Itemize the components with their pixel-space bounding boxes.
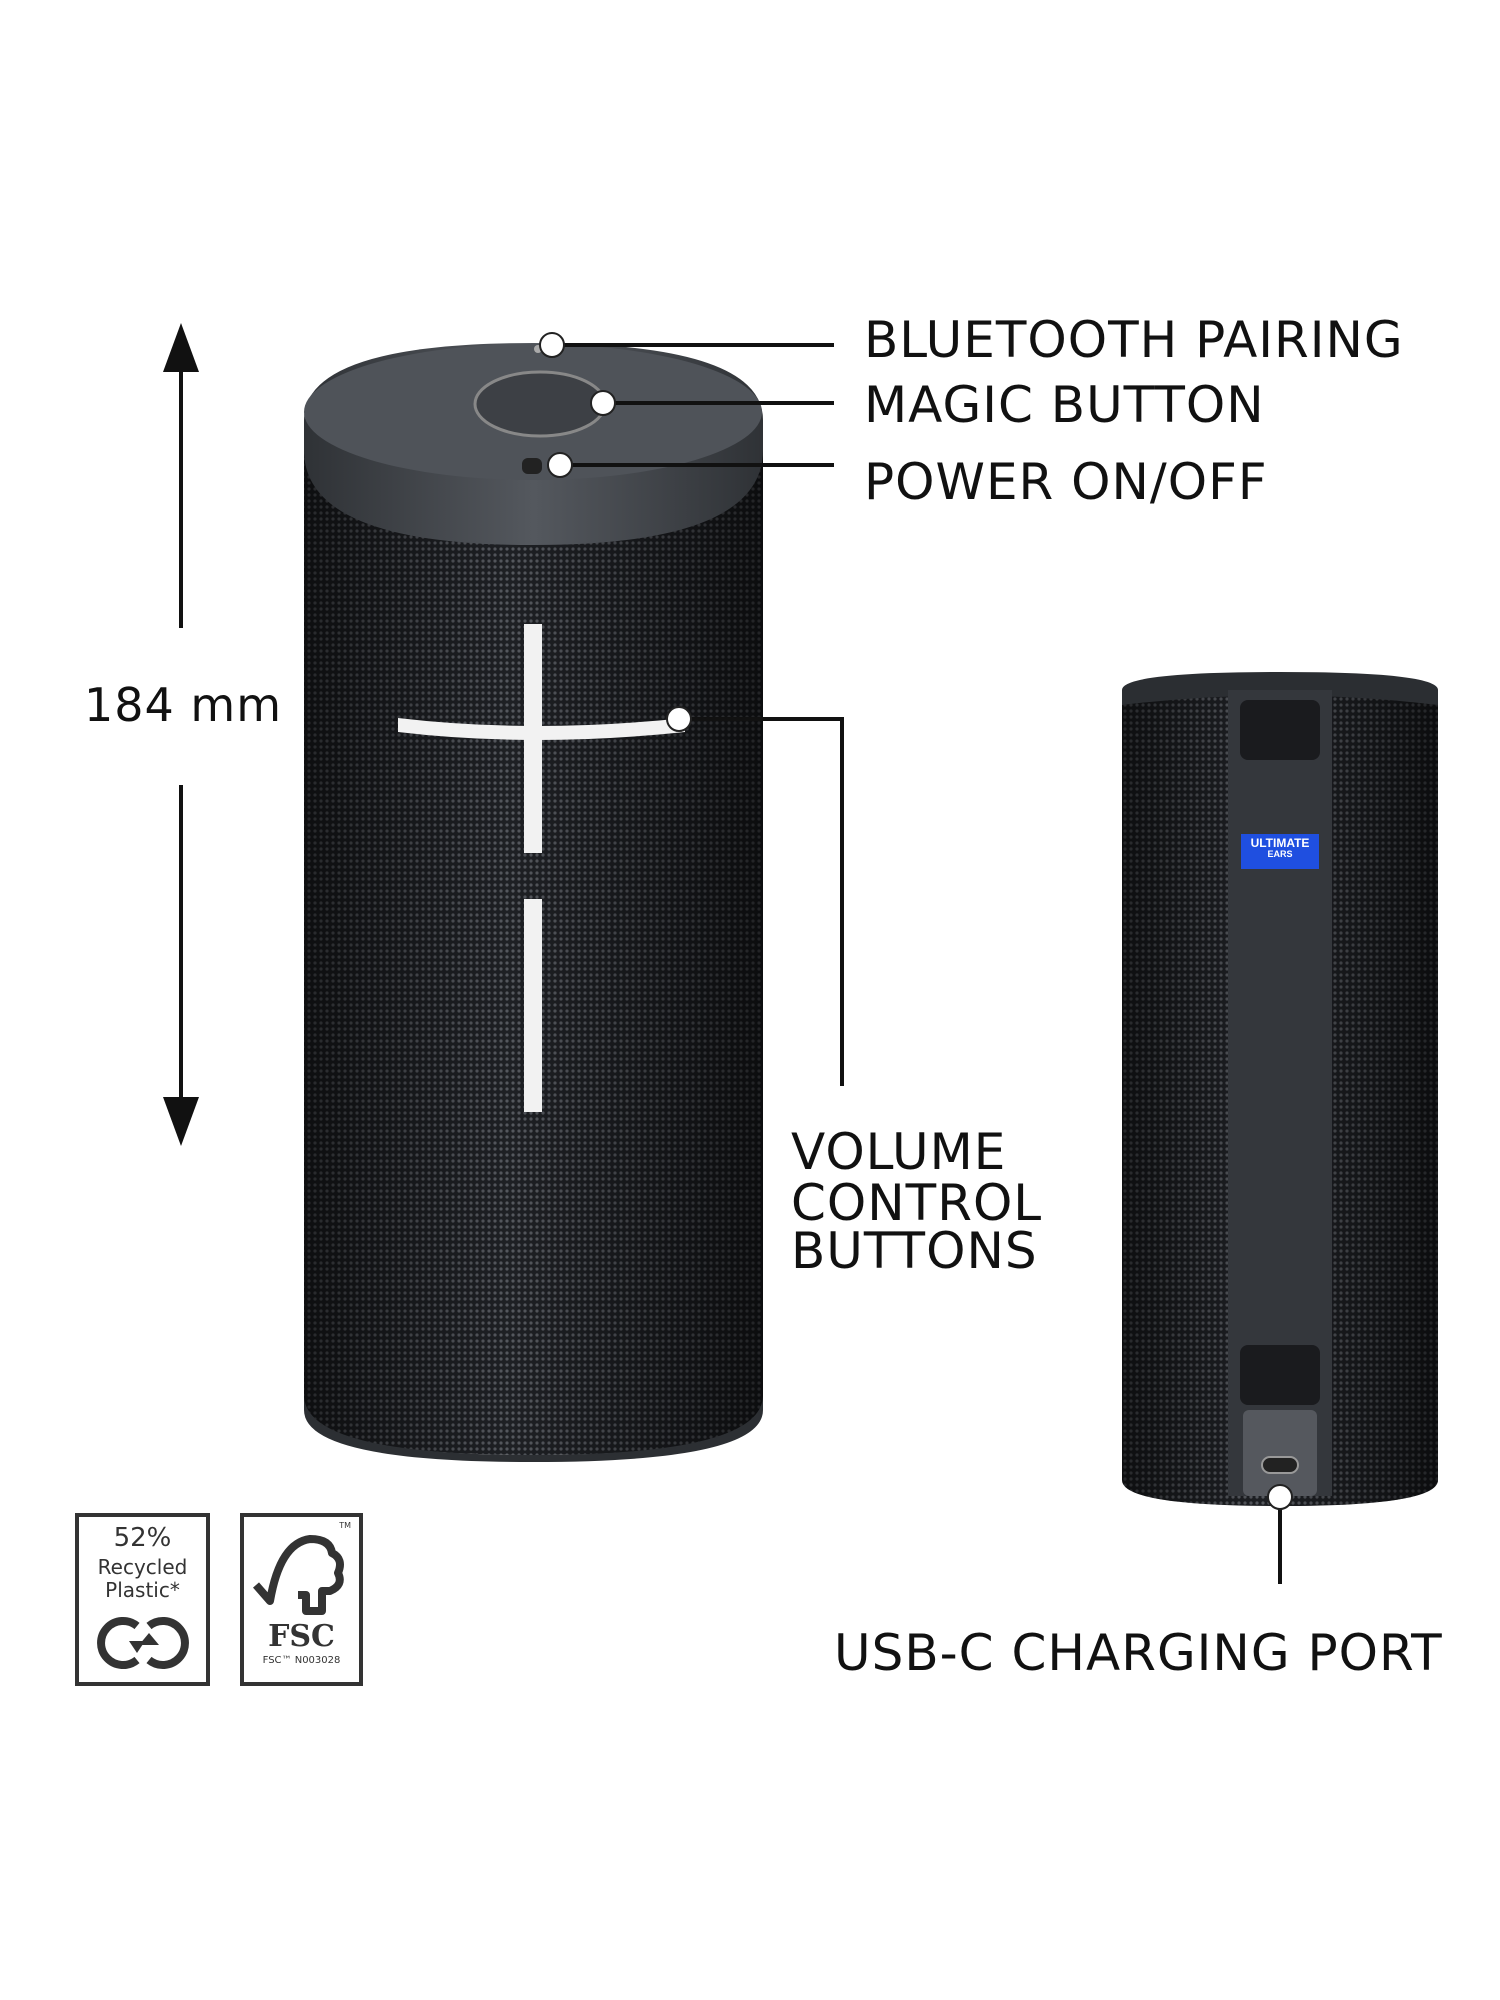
recycled-line1: Recycled [97, 1555, 188, 1579]
fsc-badge: TM FSC FSC™ N003028 [240, 1513, 363, 1686]
callout-lines [552, 343, 1282, 1584]
volume-label-line3: BUTTONS [791, 1222, 1038, 1280]
recycled-plastic-badge: 52% Recycled Plastic* [75, 1513, 210, 1686]
usb-c-label: USB-C CHARGING PORT [834, 1624, 1443, 1682]
height-dimension-arrow [163, 323, 199, 1146]
brand-tag-line1: ULTIMATE [1250, 836, 1310, 850]
recycled-line2: Plastic* [105, 1578, 180, 1602]
speaker-back-view [1122, 672, 1438, 1506]
usb-c-port-icon [1261, 1456, 1299, 1474]
brand-tag-line2: EARS [1267, 848, 1293, 859]
magic-button-label: MAGIC BUTTON [864, 376, 1265, 434]
volume-label-line1: VOLUME [791, 1123, 1007, 1181]
ultimate-ears-logo [1241, 834, 1319, 869]
callout-dots [539, 332, 1293, 1510]
recycled-percent: 52% [113, 1523, 172, 1553]
fsc-code: FSC™ N003028 [262, 1655, 341, 1666]
fsc-tm: TM [339, 1521, 351, 1530]
recycle-icon [97, 1617, 189, 1669]
bluetooth-pairing-label: BLUETOOTH PAIRING [864, 311, 1404, 369]
fsc-tree-check-icon [252, 1535, 344, 1615]
fsc-mark: FSC [268, 1619, 335, 1654]
power-label: POWER ON/OFF [864, 453, 1268, 511]
speaker-front-view [304, 343, 763, 1462]
volume-minus-icon [524, 899, 542, 1112]
volume-label-line2: CONTROL [791, 1174, 1043, 1232]
brand-tag: ULTIMATE EARS [1241, 837, 1319, 859]
height-label: 184 mm [84, 678, 283, 732]
